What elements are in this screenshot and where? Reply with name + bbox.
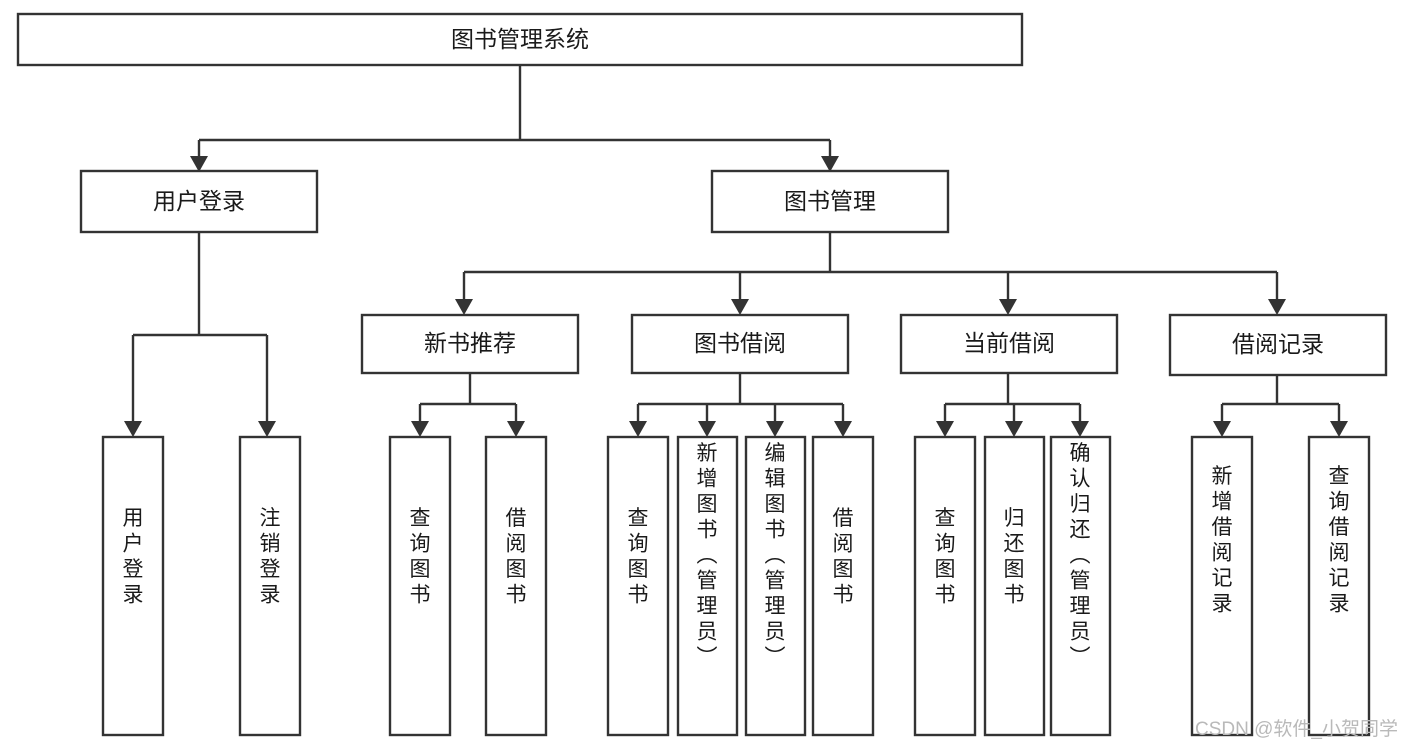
node-leaf-add-book[interactable]: 新增图书︵管理员︶ [676,435,739,737]
node-book-borrow[interactable]: 图书借阅 [630,313,850,375]
node-leaf-user-login-label: 用户登录 [123,507,144,607]
arrowhead-user-login [190,156,208,172]
node-leaf-return-book-label: 归还图书 [1004,507,1025,607]
node-leaf-return-book[interactable]: 归还图书 [983,435,1046,737]
node-new-book-recommend[interactable]: 新书推荐 [360,313,580,375]
node-leaf-query-book-2-label: 查询图书 [628,507,649,607]
arrowhead-leaf-logout-login [258,421,276,437]
node-current-borrow[interactable]: 当前借阅 [899,313,1119,375]
node-leaf-logout-login[interactable]: 注销登录 [238,435,302,737]
node-leaf-add-record-label: 新增借阅记录 [1212,465,1233,616]
node-leaf-return-book-box[interactable] [983,435,1046,737]
node-book-management[interactable]: 图书管理 [710,169,950,234]
node-current-borrow-box[interactable] [899,313,1119,375]
node-leaf-borrow-book-1[interactable]: 借阅图书 [484,435,548,737]
node-leaf-query-record-box[interactable] [1307,435,1371,737]
node-leaf-edit-book-box[interactable] [744,435,807,737]
node-leaf-confirm-return-label: 确认归还︵管理员︶ [1070,442,1091,669]
arrowhead-query-record [1330,421,1348,437]
node-user-login-label: 用户登录 [153,188,245,214]
arrowhead-book-management [821,156,839,172]
arrowhead-current-borrow [999,299,1017,315]
node-leaf-query-book-1[interactable]: 查询图书 [388,435,452,737]
node-leaf-edit-book[interactable]: 编辑图书︵管理员︶ [744,435,807,737]
arrowhead-return-book [1005,421,1023,437]
node-leaf-logout-login-label: 注销登录 [260,507,281,607]
node-leaf-borrow-book-1-box[interactable] [484,435,548,737]
node-borrow-record-box[interactable] [1168,313,1388,377]
node-leaf-query-book-1-label: 查询图书 [410,507,431,607]
arrowhead-add-book [698,421,716,437]
csdn-watermark: CSDN @软件_小贺同学 [1195,718,1398,740]
arrowhead-book-borrow [731,299,749,315]
node-root[interactable]: 图书管理系统 [16,12,1024,67]
node-user-login[interactable]: 用户登录 [79,169,319,234]
arrowhead-query-book-3 [936,421,954,437]
node-new-book-recommend-label: 新书推荐 [424,330,516,356]
node-leaf-query-book-3[interactable]: 查询图书 [913,435,977,737]
node-leaf-query-book-3-label: 查询图书 [935,507,956,607]
node-leaf-query-book-2-box[interactable] [606,435,670,737]
node-leaf-add-book-box[interactable] [676,435,739,737]
node-leaf-user-login-box[interactable] [101,435,165,737]
node-leaf-edit-book-label: 编辑图书︵管理员︶ [765,442,786,669]
node-book-management-label: 图书管理 [784,188,876,214]
node-leaf-borrow-book-2[interactable]: 借阅图书 [811,435,875,737]
node-leaf-query-record-label: 查询借阅记录 [1329,465,1350,616]
node-leaf-add-record[interactable]: 新增借阅记录 [1190,435,1254,737]
node-leaf-confirm-return[interactable]: 确认归还︵管理员︶ [1049,435,1112,737]
node-leaf-query-book-3-box[interactable] [913,435,977,737]
arrowhead-query-book-2 [629,421,647,437]
node-leaf-query-record[interactable]: 查询借阅记录 [1307,435,1371,737]
arrowhead-query-book-1 [411,421,429,437]
node-user-login-box[interactable] [79,169,319,234]
arrowhead-borrow-record [1268,299,1286,315]
node-leaf-borrow-book-2-label: 借阅图书 [833,507,854,607]
node-leaf-query-book-2[interactable]: 查询图书 [606,435,670,737]
node-leaf-add-record-box[interactable] [1190,435,1254,737]
node-leaf-borrow-book-1-label: 借阅图书 [506,507,527,607]
node-borrow-record[interactable]: 借阅记录 [1168,313,1388,377]
arrowhead-borrow-book-2 [834,421,852,437]
node-leaf-add-book-label: 新增图书︵管理员︶ [697,442,718,669]
node-new-book-recommend-box[interactable] [360,313,580,375]
node-root-box[interactable] [16,12,1024,67]
node-leaf-logout-login-box[interactable] [238,435,302,737]
node-leaf-borrow-book-2-box[interactable] [811,435,875,737]
arrowhead-edit-book [766,421,784,437]
node-current-borrow-label: 当前借阅 [963,330,1055,356]
arrowhead-confirm-return [1071,421,1089,437]
node-borrow-record-label: 借阅记录 [1232,331,1324,357]
arrowhead-leaf-user-login [124,421,142,437]
node-book-management-box[interactable] [710,169,950,234]
node-root-label: 图书管理系统 [451,26,589,52]
connector-layer [124,65,1348,437]
node-leaf-user-login[interactable]: 用户登录 [101,435,165,737]
arrowhead-new-book-recommend [455,299,473,315]
node-leaf-query-book-1-box[interactable] [388,435,452,737]
arrowhead-add-record [1213,421,1231,437]
node-book-borrow-box[interactable] [630,313,850,375]
node-book-borrow-label: 图书借阅 [694,330,786,356]
node-leaf-confirm-return-box[interactable] [1049,435,1112,737]
arrowhead-borrow-book-1 [507,421,525,437]
